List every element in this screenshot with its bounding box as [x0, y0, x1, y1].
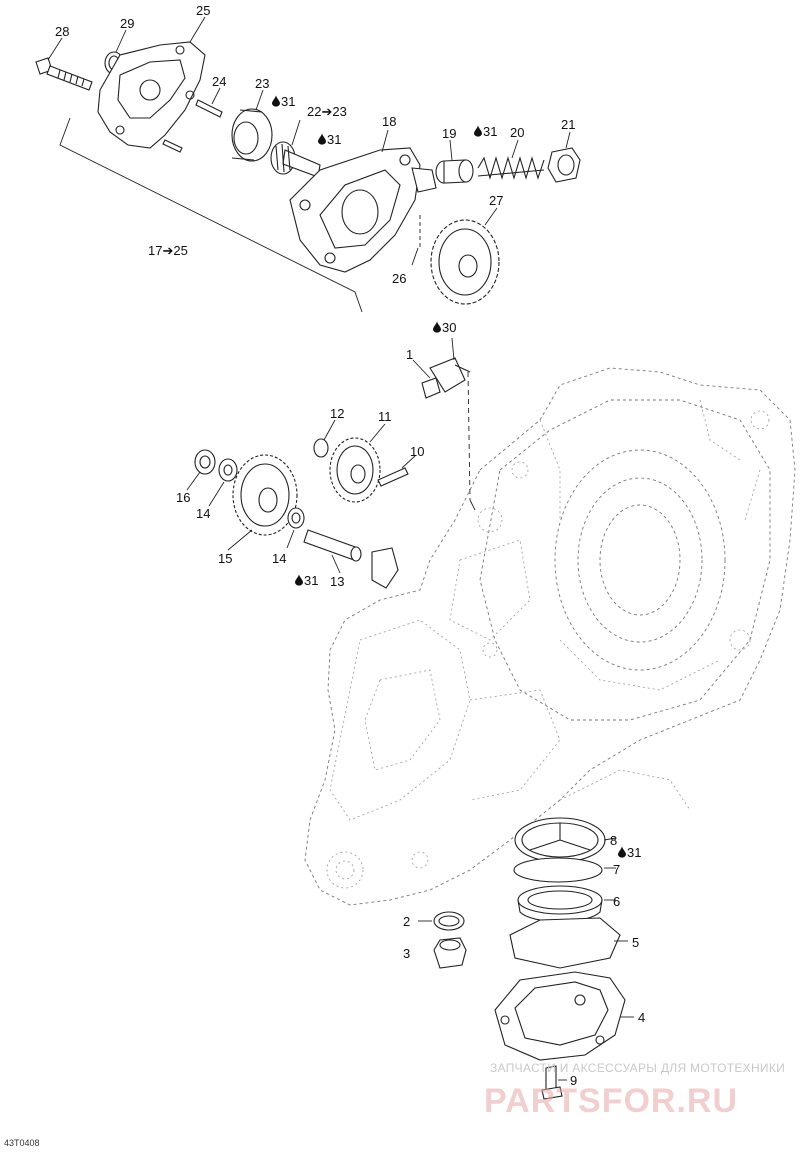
callout-16: 16	[176, 490, 190, 505]
callout-1: 1	[406, 347, 413, 362]
callout-6: 6	[613, 894, 620, 909]
leader-lines	[47, 16, 634, 1081]
lube-31-b: 31	[318, 132, 341, 147]
svg-text:31: 31	[281, 94, 295, 109]
oil-strainer-group	[433, 817, 626, 1100]
callout-labels: 28 29 25 24 23 22➔23 18 19 20 21 27 26 1…	[55, 3, 645, 1088]
lube-31-c: 31	[474, 124, 497, 139]
o-ring-7	[513, 857, 603, 883]
oil-drop-icon	[295, 574, 303, 586]
ring-2	[433, 911, 465, 931]
callout-5: 5	[632, 935, 639, 950]
diagram-code: 43T0408	[4, 1138, 40, 1148]
svg-text:31: 31	[327, 132, 341, 147]
washer-14b	[287, 507, 305, 529]
gasket-5	[509, 917, 621, 969]
pin-10	[377, 467, 409, 487]
callout-20: 20	[510, 125, 524, 140]
strainer-8	[514, 817, 606, 863]
callout-12: 12	[330, 406, 344, 421]
o-ring-seal	[371, 547, 399, 589]
svg-text:31: 31	[627, 845, 641, 860]
oil-drop-icon	[618, 846, 626, 858]
lube-31-a: 31	[272, 94, 295, 109]
sensor-1	[421, 357, 471, 399]
callout-17-25: 17➔25	[148, 243, 188, 258]
callout-15: 15	[218, 551, 232, 566]
callout-25: 25	[196, 3, 210, 18]
lube-30: 30	[433, 320, 456, 335]
shaft-13	[303, 529, 362, 562]
callout-21: 21	[561, 117, 575, 132]
gear-11	[329, 437, 381, 503]
callout-26: 26	[392, 271, 406, 286]
circlip-12	[313, 438, 329, 458]
callout-2: 2	[403, 914, 410, 929]
callout-22-23: 22➔23	[307, 104, 347, 119]
outer-rotor-23	[231, 108, 273, 162]
callout-19: 19	[442, 126, 456, 141]
watermark: ЗАПЧАСТИ И АКСЕССУАРЫ ДЛЯ МОТОТЕХНИКИ PA…	[484, 1061, 785, 1120]
bushing-16	[194, 449, 216, 475]
inner-rotor-22	[270, 141, 321, 178]
pin-24	[195, 99, 223, 118]
callout-3: 3	[403, 946, 410, 961]
watermark-brand: PARTSFOR.RU	[484, 1082, 738, 1120]
washer-14a	[218, 458, 238, 482]
svg-text:31: 31	[304, 573, 318, 588]
callout-29: 29	[120, 16, 134, 31]
oil-pump-assembly	[35, 41, 581, 313]
spring-20	[477, 156, 545, 180]
gear-15	[232, 454, 298, 536]
callout-8: 8	[610, 833, 617, 848]
oil-drop-icon	[272, 95, 280, 107]
callout-13: 13	[330, 574, 344, 589]
relief-piston-19	[435, 159, 474, 184]
callout-23: 23	[255, 76, 269, 91]
callout-11: 11	[378, 409, 392, 424]
crankcase-housing	[304, 367, 796, 906]
watermark-tagline: ЗАПЧАСТИ И АКСЕССУАРЫ ДЛЯ МОТОТЕХНИКИ	[490, 1061, 785, 1075]
plug-21	[547, 147, 581, 183]
cover-4	[494, 971, 626, 1061]
gear-27	[430, 219, 500, 305]
pump-housing-18	[289, 147, 437, 273]
callout-9: 9	[570, 1073, 577, 1088]
callout-7: 7	[613, 862, 620, 877]
oil-drop-icon	[318, 133, 326, 145]
callout-27: 27	[489, 193, 503, 208]
gear-train	[194, 357, 476, 589]
bolt-28	[35, 57, 93, 91]
callout-24: 24	[212, 74, 226, 89]
oil-drop-icon	[474, 125, 482, 137]
callout-28: 28	[55, 24, 69, 39]
pump-cover-25	[97, 41, 206, 149]
callout-4: 4	[638, 1010, 645, 1025]
svg-text:30: 30	[442, 320, 456, 335]
callout-14a: 14	[196, 506, 210, 521]
callout-10: 10	[410, 444, 424, 459]
drain-plug-3	[433, 937, 467, 969]
callout-18: 18	[382, 114, 396, 129]
lube-31-e: 31	[618, 845, 641, 860]
screw-9	[541, 1065, 563, 1100]
filter-6	[517, 885, 603, 923]
svg-text:31: 31	[483, 124, 497, 139]
lube-31-d: 31	[295, 573, 318, 588]
lubricant-markers: 31 31 31 30 31 31	[272, 94, 641, 860]
oil-drop-icon	[433, 321, 441, 333]
callout-14b: 14	[272, 551, 286, 566]
